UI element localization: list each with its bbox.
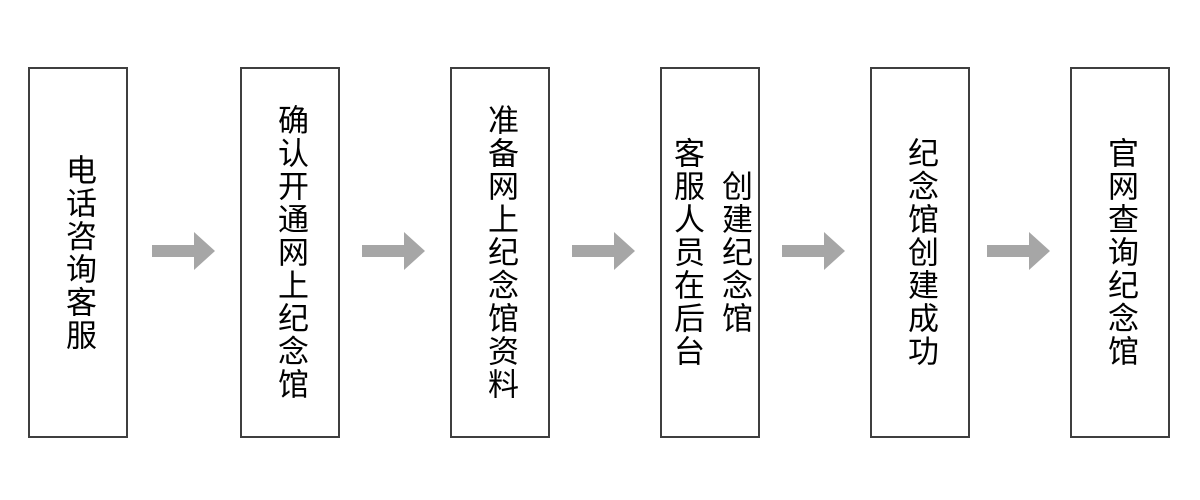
flow-step-4-label: 客服人员在后台 创建纪念馆 xyxy=(669,137,752,368)
flow-step-6: 官网查询纪念馆 xyxy=(1070,67,1170,438)
arrow-shape xyxy=(152,232,215,270)
flow-step-2: 确认开通网上纪念馆 xyxy=(240,67,340,438)
arrow-shape xyxy=(782,232,845,270)
flow-arrow-icon-5 xyxy=(987,232,1050,270)
flow-step-5: 纪念馆创建成功 xyxy=(870,67,970,438)
flow-arrow-icon-4 xyxy=(782,232,845,270)
flow-step-4: 客服人员在后台 创建纪念馆 xyxy=(660,67,760,438)
flow-arrow-icon-1 xyxy=(152,232,215,270)
flow-arrow-icon-2 xyxy=(362,232,425,270)
arrow-shape xyxy=(987,232,1050,270)
flow-step-1-label: 电话咨询客服 xyxy=(61,153,96,352)
arrow-shape xyxy=(362,232,425,270)
flow-step-1: 电话咨询客服 xyxy=(28,67,128,438)
flow-step-3-label: 准备网上纪念馆资料 xyxy=(483,104,518,401)
flow-step-2-label: 确认开通网上纪念馆 xyxy=(273,104,308,401)
flow-step-6-label: 官网查询纪念馆 xyxy=(1103,137,1138,368)
flow-arrow-icon-3 xyxy=(572,232,635,270)
arrow-shape xyxy=(572,232,635,270)
flow-step-5-label: 纪念馆创建成功 xyxy=(903,137,938,368)
flow-step-3: 准备网上纪念馆资料 xyxy=(450,67,550,438)
